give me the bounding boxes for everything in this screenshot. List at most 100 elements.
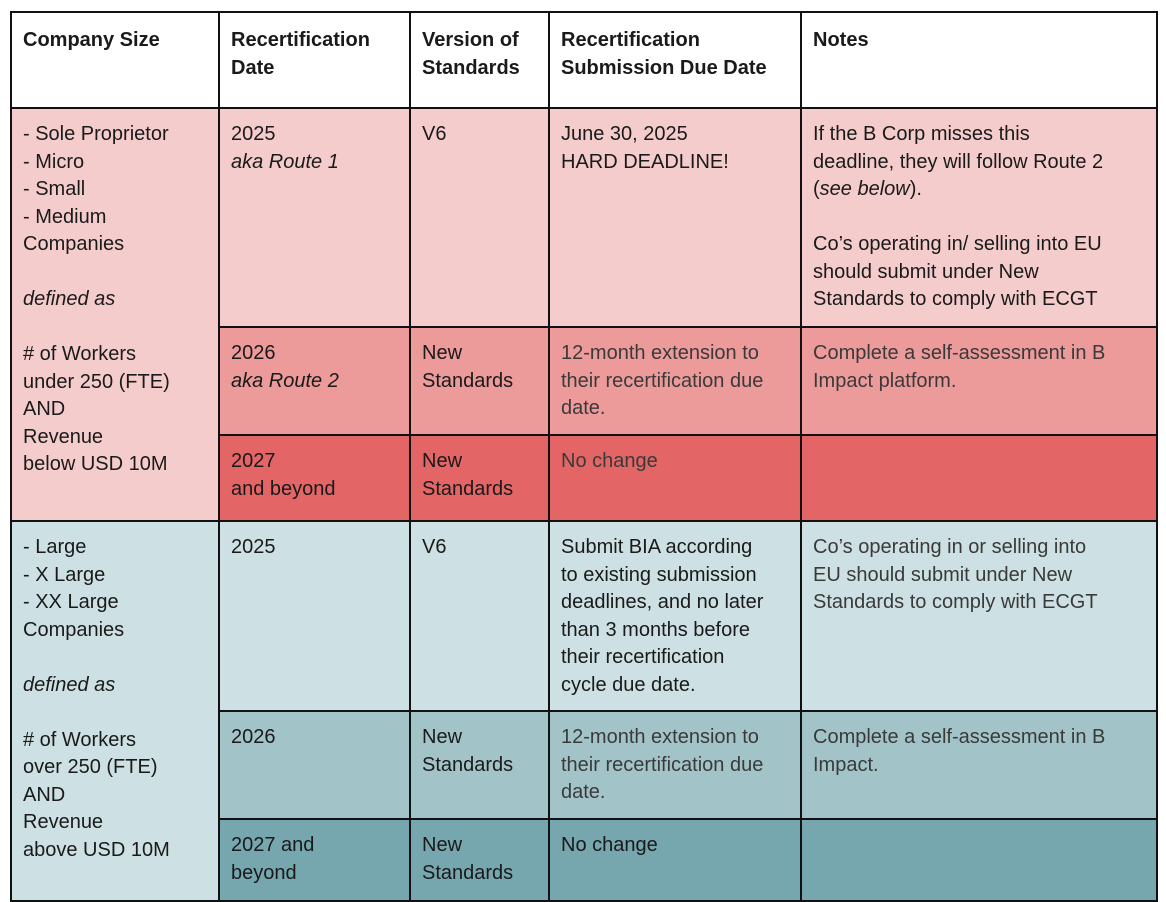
header-label: Standards [422,56,520,79]
due-text: their recertification [561,646,725,668]
route-label: aka Route 1 [231,150,339,173]
notes-text: (see below). [813,176,1145,204]
version-text: V6 [422,536,447,558]
notes-text: Complete a self-assessment in B [813,342,1106,364]
criteria-line: under 250 (FTE) [23,370,170,393]
table-row: - Large - X Large - XX Large Companies d… [10,520,1158,902]
due-text: their recertification due [561,369,764,392]
criteria-line: AND [23,783,66,806]
criteria-line: Revenue [23,811,104,833]
header-submission-due-date: Recertification Submission Due Date [548,11,802,109]
notes-text: should submit under New [813,260,1039,283]
notes-text: Co’s operating in/ selling into EU [813,233,1102,255]
notes-text: Standards to comply with ECGT [813,591,1098,613]
header-label: Date [231,56,275,79]
date-year: 2025 [231,536,276,558]
table-row: 2026 aka Route 2 New Standards 12-month … [11,326,1158,436]
notes-paren-close: ). [909,178,922,200]
size-item: - Medium [23,205,107,228]
notes-cell [800,434,1158,522]
recert-date-cell: 2026 [218,710,411,820]
version-text: Standards [422,369,514,392]
version-cell: New Standards [409,326,550,436]
due-text: June 30, 2025 [561,123,688,145]
header-label: Version of [422,29,519,51]
notes-text: Standards to comply with ECGT [813,288,1098,310]
due-text: No change [561,834,658,856]
due-text: date. [561,397,606,419]
defined-as-label: defined as [23,288,116,310]
recert-date-cell: 2027 and beyond [218,434,411,522]
size-item: - Large [23,536,87,558]
table-row: 2027 and beyond New Standards No change [11,434,1158,522]
date-year: 2027 [231,450,276,472]
recert-date-cell: 2025 aka Route 1 [218,107,411,328]
notes-cell: If the B Corp misses this deadline, they… [800,107,1158,328]
due-text: No change [561,450,658,472]
due-text: to existing submission [561,563,757,586]
due-date-cell: No change [548,818,802,902]
notes-text: Impact. [813,753,879,776]
header-label: Recertification [231,29,370,51]
size-item: - X Large [23,563,106,586]
version-cell: V6 [409,520,550,712]
date-qualifier: beyond [231,861,297,884]
due-text: cycle due date. [561,673,696,696]
criteria-line: # of Workers [23,728,136,751]
version-text: Standards [422,477,514,500]
header-row: Company Size Recertification Date Versio… [10,11,1158,109]
companies-label: Companies [23,233,125,255]
due-text: deadlines, and no later [561,591,764,613]
due-text: 12-month extension to [561,342,759,364]
header-label: Submission Due Date [561,56,767,79]
date-year: 2025 [231,123,276,145]
table-row: - Sole Proprietor - Micro - Small - Medi… [10,107,1158,522]
date-year: 2026 [231,342,276,364]
due-date-cell: Submit BIA according to existing submiss… [548,520,802,712]
notes-text: If the B Corp misses this [813,123,1030,145]
version-text: Standards [422,753,514,776]
recert-date-cell: 2026 aka Route 2 [218,326,411,436]
version-cell: New Standards [409,710,550,820]
see-below-text: see below [819,178,910,200]
due-text: Submit BIA according [561,536,753,558]
version-text: Standards [422,861,514,884]
company-size-cell-large: - Large - X Large - XX Large Companies d… [10,520,220,902]
header-label: Company Size [23,29,160,51]
criteria-line: Revenue [23,425,104,448]
due-text: HARD DEADLINE! [561,150,729,173]
criteria-line: above USD 10M [23,838,170,861]
due-text: their recertification due [561,753,764,776]
size-item: - Micro [23,150,85,173]
header-recertification-date: Recertification Date [218,11,411,109]
criteria-line: over 250 (FTE) [23,756,158,778]
date-qualifier: and beyond [231,477,336,500]
size-item: - Sole Proprietor [23,123,169,145]
criteria-line: AND [23,398,66,420]
due-date-cell: 12-month extension to their recertificat… [548,326,802,436]
criteria-line: # of Workers [23,343,136,365]
date-year: 2026 [231,726,276,748]
due-text: 12-month extension to [561,726,759,748]
notes-text: Complete a self-assessment in B [813,726,1106,748]
table-row: 2026 New Standards 12-month extension to… [11,710,1158,820]
recertification-table: Company Size Recertification Date Versio… [10,11,1158,902]
notes-text: Co’s operating in or selling into [813,536,1087,558]
size-item: - Small [23,178,86,200]
companies-label: Companies [23,618,125,641]
table-row: 2027 and beyond New Standards No change [11,818,1158,902]
date-year: 2027 and [231,834,315,856]
version-text: New [422,726,463,748]
notes-text: deadline, they will follow Route 2 [813,150,1104,173]
header-notes: Notes [800,11,1158,109]
notes-text: Impact platform. [813,369,957,392]
due-text: than 3 months before [561,618,751,641]
due-text: date. [561,781,606,803]
recert-date-cell: 2025 [218,520,411,712]
header-label: Recertification [561,29,700,51]
header-label: Notes [813,29,869,51]
header-version-of-standards: Version of Standards [409,11,550,109]
version-cell: New Standards [409,818,550,902]
version-text: V6 [422,123,447,145]
version-text: New [422,450,463,472]
